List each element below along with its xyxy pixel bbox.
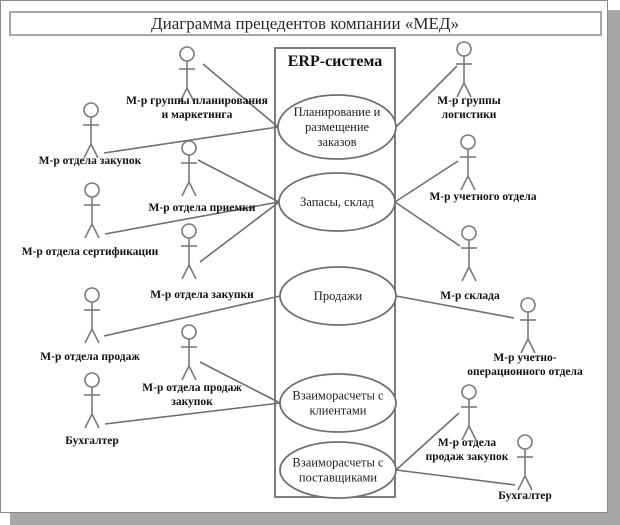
actor-label: М-р группы xyxy=(437,95,500,107)
actor-a4[interactable]: М-р отдела сертификации xyxy=(22,182,159,258)
actor-label: Бухгалтер xyxy=(65,435,119,447)
use-case-label: поставщиками xyxy=(299,471,378,485)
system-title: ERP-система xyxy=(288,53,383,70)
actor-label: М-р учетно- xyxy=(493,352,556,364)
actor-label: М-р отдела сертификации xyxy=(22,246,159,258)
title-box xyxy=(9,11,602,36)
actor-label: и маркетинга xyxy=(162,109,233,121)
actor-stick-figure-icon[interactable] xyxy=(181,223,197,280)
actor-label: Бухгалтер xyxy=(498,490,552,502)
diagram-frame xyxy=(0,0,608,513)
use-case-ellipse[interactable] xyxy=(279,373,397,433)
association-a3-uc2 xyxy=(197,159,280,203)
use-case-ellipse[interactable] xyxy=(279,441,397,499)
use-case-ellipse[interactable] xyxy=(279,266,397,326)
association-a8-uc4 xyxy=(104,402,281,425)
actor-label: М-р учетного отдела xyxy=(429,191,536,203)
use-case-label: заказов xyxy=(318,135,357,149)
actor-label: М-р отдела приемки xyxy=(149,202,256,214)
association-a4-uc2 xyxy=(104,201,280,235)
actor-a2[interactable]: М-р отдела закупок xyxy=(39,102,142,167)
actor-label: М-р отдела продаж xyxy=(40,351,140,363)
actor-a8[interactable]: Бухгалтер xyxy=(65,372,119,447)
actor-a5[interactable]: М-р отдела закупки xyxy=(150,223,254,301)
actor-label: М-р отдела закупок xyxy=(39,155,142,167)
actor-a9[interactable]: М-р группы логистики xyxy=(437,41,501,121)
actor-a10[interactable]: М-р учетного отдела xyxy=(429,134,537,203)
actor-label: закупок xyxy=(171,396,213,408)
actor-label: М-р отдела продаж xyxy=(142,382,242,394)
use-case-label: Взаиморасчеты с xyxy=(292,456,384,470)
use-case-label: Продажи xyxy=(314,289,363,303)
actor-a3[interactable]: М-р отдела приемки xyxy=(149,140,256,214)
use-case-label: размещение xyxy=(305,120,370,134)
association-a1-uc1 xyxy=(202,63,279,128)
actor-stick-figure-icon[interactable] xyxy=(460,134,476,191)
actor-stick-figure-icon[interactable] xyxy=(181,140,197,197)
association-a11-uc2 xyxy=(394,201,461,247)
actor-a13[interactable]: М-р отдела продаж закупок xyxy=(426,384,509,463)
association-a10-uc2 xyxy=(394,160,459,203)
actor-stick-figure-icon[interactable] xyxy=(83,102,99,159)
association-a7-uc4 xyxy=(199,361,281,404)
actor-stick-figure-icon[interactable] xyxy=(84,287,100,344)
association-a14-uc5 xyxy=(395,469,516,486)
use-case-label: Запасы, склад xyxy=(300,195,374,209)
use-case-ellipse[interactable] xyxy=(277,94,397,160)
actor-stick-figure-icon[interactable] xyxy=(179,46,195,103)
actor-label: логистики xyxy=(442,109,497,121)
association-a6-uc3 xyxy=(103,295,281,337)
actor-a14[interactable]: Бухгалтер xyxy=(498,434,552,502)
association-a2-uc1 xyxy=(103,126,279,154)
use-case-ellipse[interactable] xyxy=(278,172,396,232)
actor-a11[interactable]: М-р склада xyxy=(440,225,500,302)
association-a12-uc3 xyxy=(395,295,515,319)
actor-label: М-р отдела закупки xyxy=(150,289,254,301)
actor-stick-figure-icon[interactable] xyxy=(520,297,536,354)
actor-stick-figure-icon[interactable] xyxy=(181,324,197,381)
association-a9-uc1 xyxy=(395,65,458,128)
actor-stick-figure-icon[interactable] xyxy=(461,384,477,441)
diagram-title: Диаграмма прецедентов компании «МЕД» xyxy=(151,14,459,33)
use-case-label: Взаиморасчеты с xyxy=(292,389,384,403)
use-case-label: Планирование и xyxy=(294,105,381,119)
association-a5-uc2 xyxy=(199,201,280,263)
association-a13-uc5 xyxy=(395,412,460,471)
actor-a12[interactable]: М-р учетно-операционного отдела xyxy=(467,297,583,378)
actor-label: М-р отдела xyxy=(438,437,496,449)
actor-stick-figure-icon[interactable] xyxy=(84,182,100,239)
actor-label: М-р склада xyxy=(440,290,500,302)
actor-a7[interactable]: М-р отдела продаж закупок xyxy=(142,324,242,408)
associations xyxy=(103,63,516,486)
actor-stick-figure-icon[interactable] xyxy=(461,225,477,282)
actor-a6[interactable]: М-р отдела продаж xyxy=(40,287,140,363)
actor-label: операционного отдела xyxy=(467,366,583,378)
use-case-uc2[interactable]: Запасы, склад xyxy=(278,172,396,232)
actor-label: М-р группы планирования xyxy=(126,95,268,107)
use-case-uc3[interactable]: Продажи xyxy=(279,266,397,326)
use-case-label: клиентами xyxy=(309,404,366,418)
actor-stick-figure-icon[interactable] xyxy=(517,434,533,491)
actor-stick-figure-icon[interactable] xyxy=(84,372,100,429)
actor-stick-figure-icon[interactable] xyxy=(456,41,472,98)
actor-label: продаж закупок xyxy=(426,451,509,463)
actor-a1[interactable]: М-р группы планирования и маркетинга xyxy=(126,46,268,121)
